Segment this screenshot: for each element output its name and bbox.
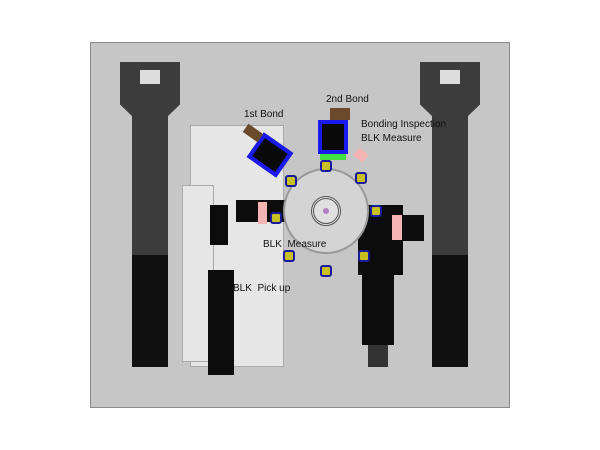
nozzle-icon (355, 172, 367, 184)
measure-camera-left (258, 202, 267, 224)
second-bond-head (318, 120, 348, 154)
nozzle-icon (370, 205, 382, 217)
label-blk-measure-top: BLK Measure (361, 133, 422, 144)
nozzle-icon (285, 175, 297, 187)
nozzle-icon (358, 250, 370, 262)
label-second-bond: 2nd Bond (326, 94, 369, 105)
measure-camera-right (392, 215, 402, 240)
nozzle-icon (320, 265, 332, 277)
second-bond-head-motor (330, 108, 350, 120)
pickup-stage-motor (210, 205, 228, 245)
label-blk-pickup: BLK Pick up (233, 283, 291, 294)
nozzle-icon (270, 212, 282, 224)
left-rail-lower (132, 255, 168, 367)
second-bond-base (320, 154, 346, 160)
measure-unit-lower (362, 275, 394, 345)
measure-unit-arm (400, 215, 424, 241)
label-first-bond: 1st Bond (244, 109, 284, 120)
label-bonding-inspection: Bonding Inspection (361, 119, 447, 130)
rotary-table-center (323, 208, 329, 214)
measure-unit-base (368, 345, 388, 367)
pickup-stage-rail (208, 270, 234, 375)
nozzle-icon (320, 160, 332, 172)
right-rail-lower (432, 255, 468, 367)
nozzle-icon (283, 250, 295, 262)
left-rail-bracket (140, 70, 160, 84)
label-blk-measure: BLK Measure (263, 239, 327, 250)
right-rail-bracket (440, 70, 460, 84)
